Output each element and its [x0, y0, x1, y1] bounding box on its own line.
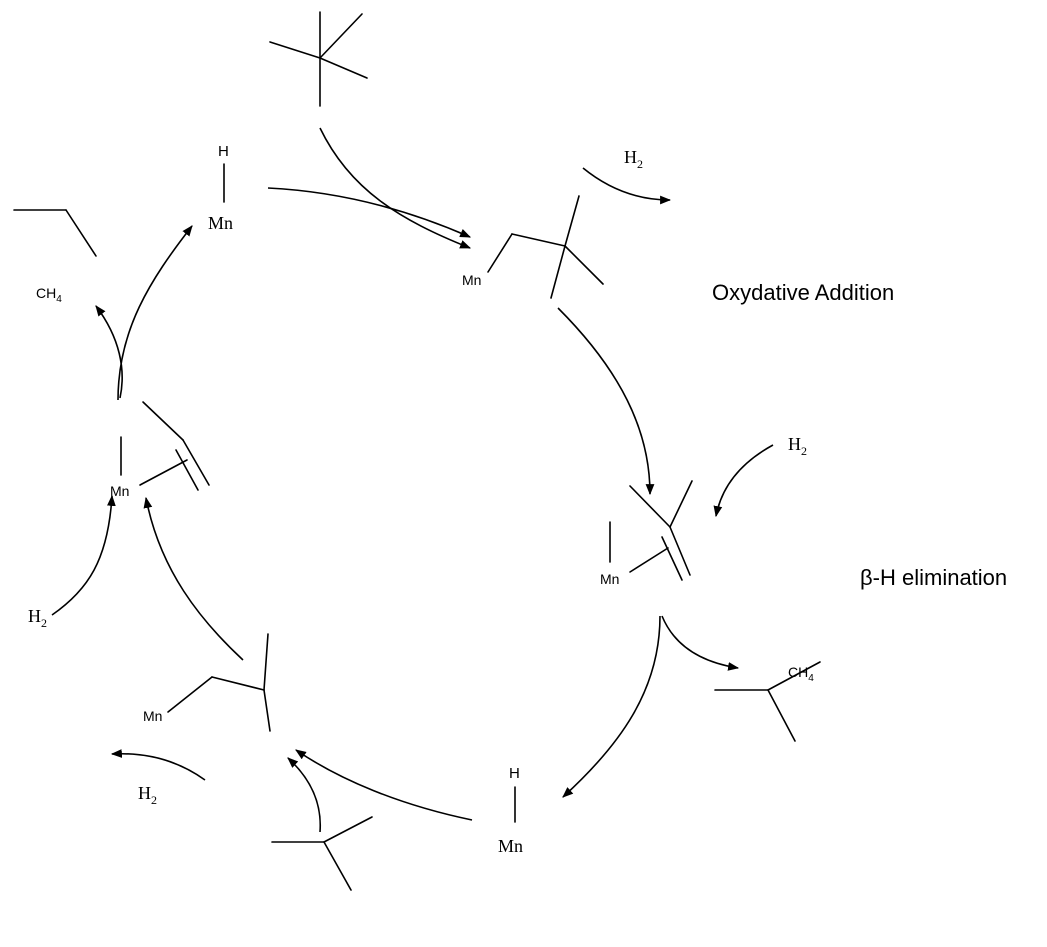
mn-propene-left: Mn [110, 401, 210, 499]
reaction-arrows [51, 127, 774, 833]
arrow-h2-release-bottom-left [110, 749, 206, 781]
h-label: H [509, 765, 520, 782]
mn-hydride-bottom: H Mn [498, 765, 523, 856]
arrow-mn-hydride-to-mn-isobutyl [295, 749, 473, 821]
mn-isobutyl: Mn [143, 633, 271, 732]
beta-h-elimination-label: β-H elimination [860, 565, 1007, 590]
arrow-mn-isobutyl-to-mn-propene [143, 496, 244, 661]
neopentane-top [269, 11, 368, 107]
arrow-mn-hydride-to-mn-neopentyl [267, 187, 472, 238]
mn-neopentyl: Mn [462, 195, 604, 299]
arrow-neopentane-to-mn-neopentyl [319, 127, 472, 249]
svg-text:CH4: CH4 [36, 285, 62, 305]
mn-label: Mn [143, 708, 162, 724]
mn-label: Mn [208, 213, 233, 233]
h2-label-left: H2 [28, 606, 47, 630]
ethane-fragment [13, 209, 97, 257]
oxidative-addition-label: Oxydative Addition [712, 280, 894, 305]
mn-label: Mn [600, 571, 619, 587]
h2-label-bottom-left: H2 [138, 783, 157, 807]
mn-label: Mn [110, 483, 129, 499]
isobutane-right [714, 661, 821, 742]
svg-text:H2: H2 [624, 147, 643, 171]
arrow-isobutane-to-mn-isobutyl [287, 757, 322, 833]
isobutane-bottom [271, 816, 373, 891]
mn-hydride-top: H Mn [208, 143, 233, 233]
arrow-ch4-release-right [661, 615, 740, 671]
arrow-h2-in-right [713, 444, 774, 518]
arrow-ch4-release-left [95, 305, 123, 399]
svg-text:H2: H2 [28, 606, 47, 630]
arrow-mn-neopentyl-to-mn-isobutene [557, 307, 655, 496]
arrow-h2-release-top-right [582, 167, 672, 205]
arrow-mn-propene-to-mn-hydride [117, 225, 193, 401]
h2-label-top-right: H2 [624, 147, 643, 171]
h-label: H [218, 143, 229, 160]
svg-text:H2: H2 [138, 783, 157, 807]
methane-label-left: CH4 [36, 285, 62, 305]
arrow-h2-in-left [51, 494, 116, 616]
h2-label-right: H2 [788, 434, 807, 458]
arrow-mn-isobutene-to-mn-hydride [562, 615, 661, 798]
mn-label: Mn [462, 272, 481, 288]
svg-text:H2: H2 [788, 434, 807, 458]
mn-isobutene-right: Mn [600, 480, 693, 587]
mn-label: Mn [498, 836, 523, 856]
